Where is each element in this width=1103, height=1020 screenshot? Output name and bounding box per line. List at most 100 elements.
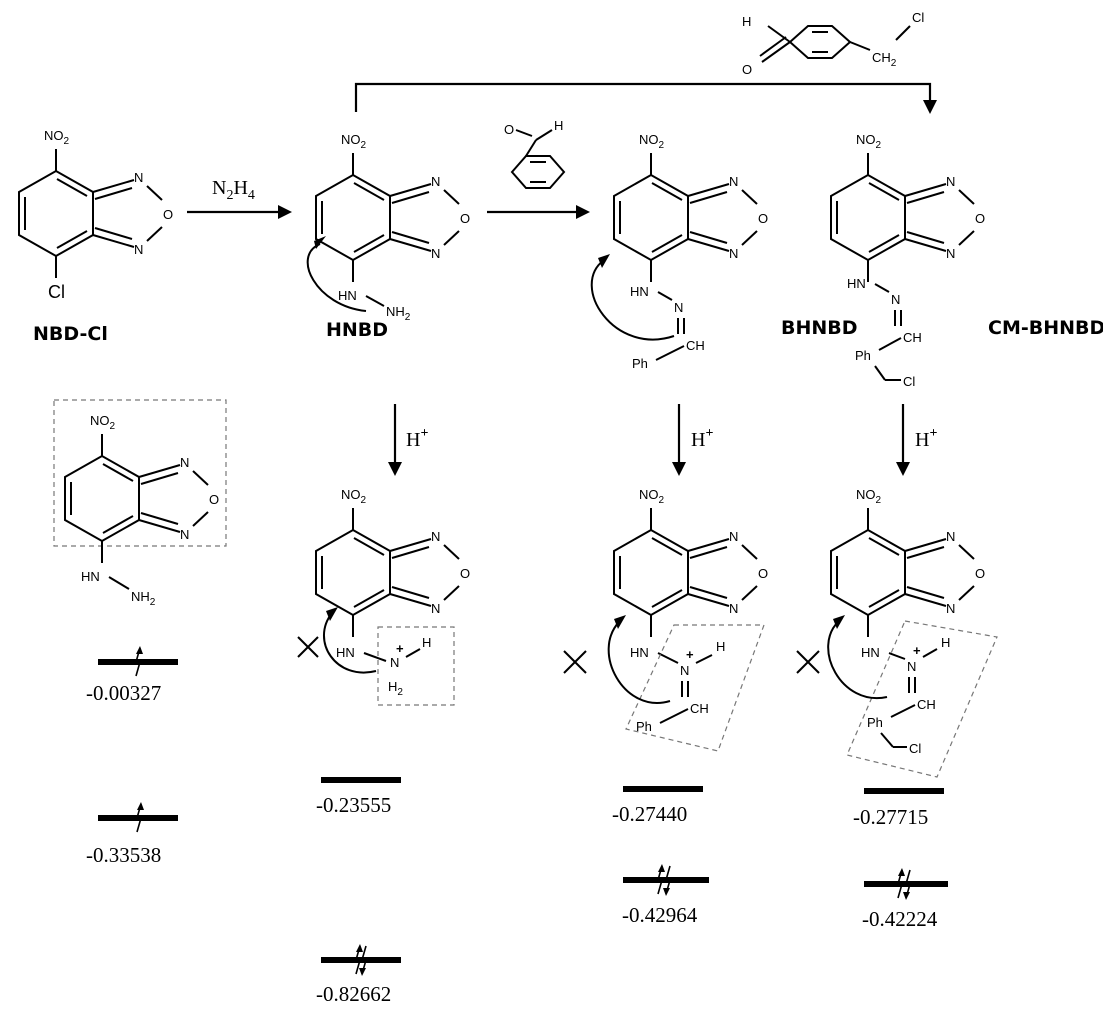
svg-text:H: H (941, 635, 950, 650)
svg-text:O: O (742, 62, 752, 77)
svg-text:N: N (946, 601, 955, 616)
atom-label: O (163, 207, 173, 222)
atom-label: N (134, 170, 143, 185)
svg-text:+: + (913, 643, 921, 658)
hydrazinyl-nbd-structure: NO2 N O N HN NH2 (54, 400, 226, 608)
protonation-arrow-cm-bhnbd: H+ (896, 404, 937, 476)
svg-text:-0.27715: -0.27715 (853, 805, 928, 829)
atom-label: N (134, 242, 143, 257)
svg-text:NO2: NO2 (856, 487, 882, 506)
svg-text:H+: H+ (915, 426, 937, 451)
energy-level: -0.82662 (316, 944, 401, 1006)
svg-text:N: N (729, 174, 738, 189)
svg-text:NO2: NO2 (341, 132, 367, 151)
svg-text:-0.27440: -0.27440 (612, 802, 687, 826)
svg-text:NO2: NO2 (856, 132, 882, 151)
svg-text:-0.23555: -0.23555 (316, 793, 391, 817)
reagent-benzaldehyde: O H (504, 118, 564, 188)
compound-label-nbd-cl: NBD-Cl (33, 323, 108, 345)
svg-text:HN: HN (338, 288, 357, 303)
svg-text:N: N (180, 455, 189, 470)
svg-text:Cl: Cl (903, 374, 915, 389)
energy-level: -0.00327 (86, 646, 178, 705)
svg-text:-0.82662: -0.82662 (316, 982, 391, 1006)
reaction-arrow-top (356, 84, 930, 112)
svg-text:N: N (680, 663, 689, 678)
svg-text:O: O (504, 122, 514, 137)
compound-label-bhnbd: BHNBD (781, 317, 858, 339)
svg-text:H: H (422, 635, 431, 650)
svg-text:HN: HN (847, 276, 866, 291)
svg-text:O: O (758, 566, 768, 581)
svg-text:Ph: Ph (855, 348, 871, 363)
compound-label-hnbd: HNBD (326, 319, 388, 341)
svg-text:NO2: NO2 (90, 413, 116, 432)
svg-text:N: N (729, 529, 738, 544)
svg-text:H: H (554, 118, 563, 133)
atom-label: NO (44, 128, 64, 143)
svg-text:O: O (460, 566, 470, 581)
atom-label: Cl (48, 282, 65, 302)
svg-text:NO2: NO2 (639, 487, 665, 506)
protonated-bhnbd-structure: NO2 N O N HN N + H CH Ph (564, 487, 768, 751)
reagent-chloromethylbenzaldehyde: H O CH2 Cl (742, 10, 924, 77)
svg-text:NH2: NH2 (386, 304, 411, 323)
svg-text:Ph: Ph (636, 719, 652, 734)
protonated-cm-bhnbd-structure: NO2 N O N HN N + H CH Ph Cl (797, 487, 997, 777)
protonation-arrow-bhnbd: H+ (672, 404, 713, 476)
svg-text:HN: HN (630, 645, 649, 660)
svg-text:N: N (729, 246, 738, 261)
svg-text:HN: HN (630, 284, 649, 299)
hnbd-structure: NO2 N O N HN NH2 (308, 132, 470, 323)
bhnbd-structure: NO2 N O N HN N CH Ph (592, 132, 768, 371)
energy-level: -0.42224 (862, 868, 948, 931)
svg-text:-0.00327: -0.00327 (86, 681, 161, 705)
svg-text:Ph: Ph (867, 715, 883, 730)
svg-text:Ph: Ph (632, 356, 648, 371)
svg-text:NO2: NO2 (44, 128, 70, 147)
compound-label-cm-bhnbd: CM-BHNBD (988, 317, 1103, 339)
svg-text:O: O (758, 211, 768, 226)
svg-text:H+: H+ (691, 426, 713, 451)
svg-text:N: N (180, 527, 189, 542)
svg-text:N: N (907, 659, 916, 674)
nbd-cl-structure: NO2 N O N Cl (19, 128, 173, 302)
svg-text:Cl: Cl (912, 10, 924, 25)
energy-level: -0.33538 (86, 802, 178, 867)
svg-text:CH2: CH2 (872, 50, 897, 69)
svg-text:-0.42964: -0.42964 (622, 903, 698, 927)
svg-text:CH: CH (903, 330, 922, 345)
svg-text:N: N (674, 300, 683, 315)
svg-text:N: N (431, 174, 440, 189)
svg-text:-0.42224: -0.42224 (862, 907, 938, 931)
svg-text:HN: HN (336, 645, 355, 660)
svg-text:HN: HN (81, 569, 100, 584)
energy-level: -0.27440 (612, 789, 703, 826)
svg-text:N: N (946, 529, 955, 544)
atom-label: 2 (64, 136, 70, 147)
svg-text:N: N (891, 292, 900, 307)
svg-text:+: + (686, 647, 694, 662)
svg-text:H+: H+ (406, 426, 428, 451)
svg-text:O: O (209, 492, 219, 507)
protonated-hnbd-structure: NO2 N O N HN N + H H2 (298, 487, 470, 705)
svg-text:HN: HN (861, 645, 880, 660)
svg-text:N: N (431, 601, 440, 616)
svg-text:N: N (431, 529, 440, 544)
svg-text:O: O (460, 211, 470, 226)
svg-text:CH: CH (917, 697, 936, 712)
svg-text:N: N (431, 246, 440, 261)
svg-text:H2: H2 (388, 679, 403, 698)
svg-text:-0.33538: -0.33538 (86, 843, 161, 867)
svg-text:CH: CH (690, 701, 709, 716)
svg-text:N: N (946, 246, 955, 261)
svg-text:NO2: NO2 (341, 487, 367, 506)
protonation-arrow-hnbd: H+ (388, 404, 428, 476)
reagent-hydrazine: N2H4 (212, 177, 255, 203)
svg-text:CH: CH (686, 338, 705, 353)
svg-text:H: H (716, 639, 725, 654)
svg-text:NO2: NO2 (639, 132, 665, 151)
svg-text:O: O (975, 211, 985, 226)
svg-text:N: N (729, 601, 738, 616)
svg-text:+: + (396, 641, 404, 656)
